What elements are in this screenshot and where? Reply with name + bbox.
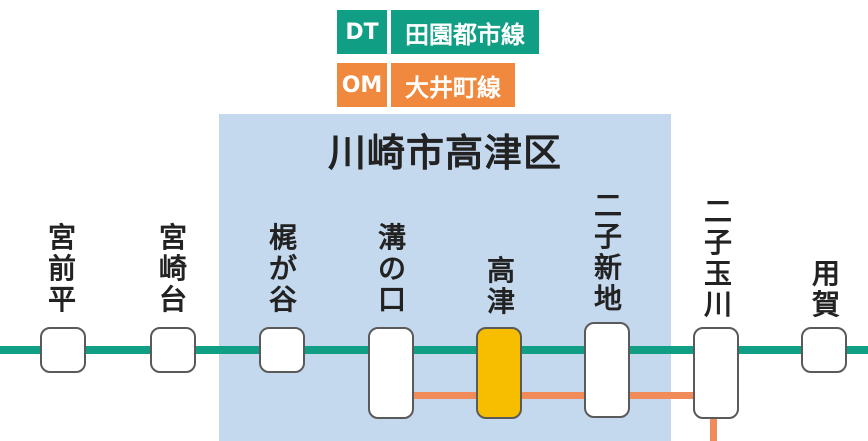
ward-label: 川崎市高津区 bbox=[327, 131, 562, 175]
station-name-futakoshinchi: 二子新地 bbox=[588, 190, 628, 314]
station-name-char: 平 bbox=[47, 283, 76, 316]
station-marker-kajigaya[interactable] bbox=[259, 327, 305, 373]
station-name-char: が bbox=[268, 252, 297, 285]
station-name-takatsu: 高津 bbox=[481, 255, 521, 317]
station-marker-mizonokuchi[interactable] bbox=[368, 327, 414, 419]
station-name-char: 用 bbox=[811, 257, 840, 290]
station-name-char: 宮 bbox=[158, 221, 187, 254]
station-name-char: 新 bbox=[593, 251, 622, 284]
station-name-char: 津 bbox=[486, 285, 515, 318]
station-name-char: 玉 bbox=[703, 257, 732, 290]
station-name-char: 宮 bbox=[47, 221, 76, 254]
station-name-char: 谷 bbox=[268, 283, 297, 316]
station-name-miyazakidai: 宮崎台 bbox=[153, 222, 193, 315]
station-name-kajigaya: 梶が谷 bbox=[263, 222, 303, 315]
station-name-char: 子 bbox=[703, 226, 732, 259]
station-name-char: 地 bbox=[593, 282, 622, 315]
station-name-char: 溝 bbox=[377, 221, 406, 254]
station-name-futakotamagawa: 二子玉川 bbox=[698, 196, 738, 320]
om-line-track bbox=[410, 392, 712, 399]
station-name-char: 子 bbox=[593, 220, 622, 253]
station-name-char: 高 bbox=[486, 254, 515, 287]
station-name-yoga: 用賀 bbox=[806, 258, 846, 320]
station-name-char: 前 bbox=[47, 252, 76, 285]
om-line-code: OM bbox=[337, 63, 387, 107]
station-marker-takatsu[interactable] bbox=[476, 327, 522, 419]
station-name-miyamaedaira: 宮前平 bbox=[42, 222, 82, 315]
station-name-char: 二 bbox=[593, 189, 622, 222]
station-marker-miyamaedaira[interactable] bbox=[40, 327, 86, 373]
station-name-char: 梶 bbox=[268, 221, 297, 254]
om-line-name: 大井町線 bbox=[391, 63, 515, 107]
dt-line-code: DT bbox=[337, 10, 387, 54]
station-marker-futakoshinchi[interactable] bbox=[584, 322, 630, 418]
station-name-char: 二 bbox=[703, 195, 732, 228]
station-name-char: 賀 bbox=[811, 288, 840, 321]
station-name-char: の bbox=[377, 252, 406, 285]
station-name-mizonokuchi: 溝の口 bbox=[372, 222, 412, 315]
dt-line-track bbox=[0, 346, 868, 354]
station-marker-yoga[interactable] bbox=[801, 327, 847, 373]
station-marker-futakotamagawa[interactable] bbox=[693, 327, 739, 419]
station-name-char: 川 bbox=[703, 288, 732, 321]
station-name-char: 口 bbox=[377, 283, 406, 316]
station-marker-miyazakidai[interactable] bbox=[150, 327, 196, 373]
dt-line-name: 田園都市線 bbox=[391, 10, 539, 54]
station-name-char: 崎 bbox=[158, 252, 187, 285]
legend-om: OM 大井町線 bbox=[337, 63, 515, 107]
station-name-char: 台 bbox=[158, 283, 187, 316]
legend-dt: DT 田園都市線 bbox=[337, 10, 539, 54]
